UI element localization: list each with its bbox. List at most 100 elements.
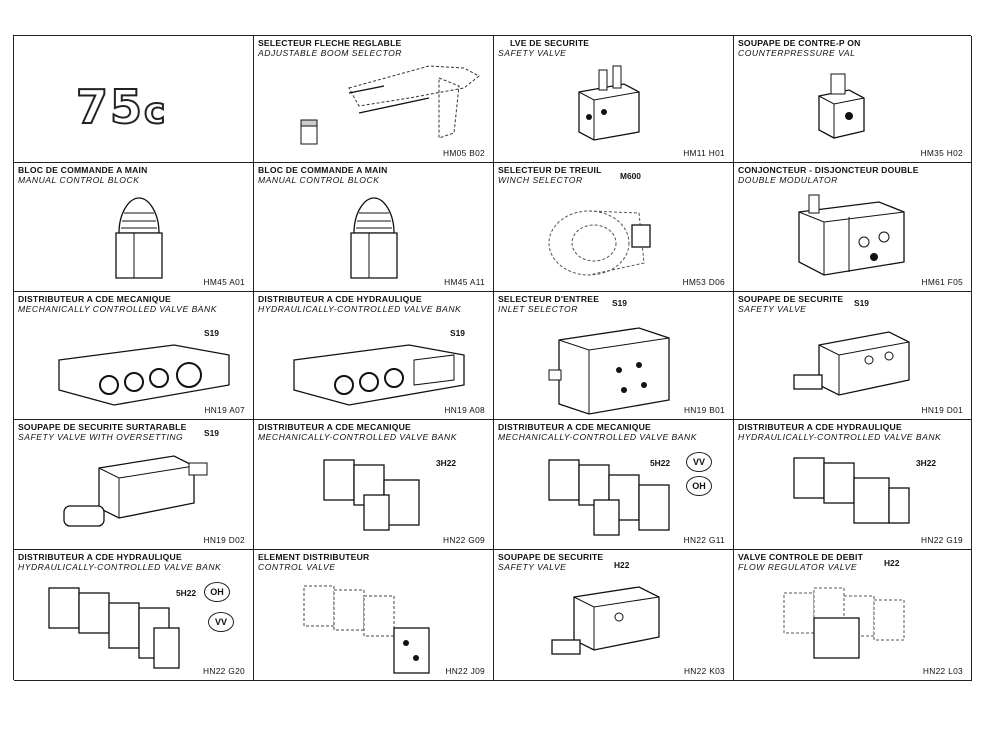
part-cell[interactable]: DISTRIBUTEUR A CDE HYDRAULIQUE HYDRAULIC… — [14, 550, 254, 681]
part-title-fr: SELECTEUR D'ENTREE — [498, 294, 600, 304]
part-cell[interactable]: ELEMENT DISTRIBUTEUR CONTROL VALVE HN22 … — [254, 550, 494, 681]
part-code: HN19 A08 — [444, 405, 485, 415]
part-title-en: MANUAL CONTROL BLOCK — [18, 175, 140, 185]
model-tag: H22 — [884, 558, 900, 568]
manual-control-block-illustration — [350, 197, 398, 279]
part-title-en: DOUBLE MODULATOR — [738, 175, 838, 185]
manual-control-block-illustration — [115, 197, 163, 279]
part-title-en: MECHANICALLY CONTROLLED VALVE BANK — [18, 304, 217, 314]
part-code: HM05 B02 — [443, 148, 485, 158]
part-cell[interactable]: VALVE CONTROLE DE DEBIT FLOW REGULATOR V… — [734, 550, 972, 681]
model-tag: S19 — [854, 298, 869, 308]
winch-selector-illustration — [548, 210, 651, 276]
part-code: HN19 A07 — [204, 405, 245, 415]
model-cell: 75c — [14, 36, 254, 163]
control-valve-illustration — [303, 585, 430, 674]
inlet-selector-illustration — [548, 327, 670, 415]
part-title-fr: VALVE CONTROLE DE DEBIT — [738, 552, 864, 562]
model-tag: 3H22 — [916, 458, 937, 468]
part-cell[interactable]: DISTRIBUTEUR A CDE HYDRAULIQUE HYDRAULIC… — [254, 292, 494, 420]
part-code: HN22 G11 — [683, 535, 725, 545]
safety-valve-illustration — [551, 586, 660, 655]
boom-selector-illustration — [300, 65, 480, 145]
option-circle: VV — [208, 612, 234, 632]
part-title-fr: SELECTEUR DE TREUIL — [498, 165, 602, 175]
part-code: HM53 D06 — [682, 277, 725, 287]
safety-valve-illustration — [578, 65, 640, 141]
part-cell[interactable]: BLOC DE COMMANDE A MAIN MANUAL CONTROL B… — [254, 163, 494, 292]
part-title-en: INLET SELECTOR — [498, 304, 578, 314]
part-code: HM11 H01 — [683, 148, 725, 158]
part-cell[interactable]: DISTRIBUTEUR A CDE HYDRAULIQUE HYDRAULIC… — [734, 420, 972, 550]
part-code: HM45 A11 — [444, 277, 485, 287]
part-title-fr: SOUPAPE DE SECURITE — [498, 552, 604, 562]
part-title-fr: DISTRIBUTEUR A CDE HYDRAULIQUE — [738, 422, 902, 432]
part-title-en: ADJUSTABLE BOOM SELECTOR — [258, 48, 402, 58]
model-tag: S19 — [612, 298, 627, 308]
valve-bank-illustration — [793, 457, 910, 524]
part-cell[interactable]: SELECTEUR FLECHE REGLABLE ADJUSTABLE BOO… — [254, 36, 494, 163]
part-cell[interactable]: SOUPAPE DE SECURITE SURTARABLE SAFETY VA… — [14, 420, 254, 550]
part-code: HN22 L03 — [922, 666, 963, 676]
part-code: HN22 G19 — [921, 535, 963, 545]
part-cell[interactable]: CONJONCTEUR - DISJONCTEUR DOUBLE DOUBLE … — [734, 163, 972, 292]
option-circle: OH — [686, 476, 712, 496]
model-tag: 5H22 — [176, 588, 197, 598]
model-badge: 75c — [75, 79, 168, 135]
part-title-en: MANUAL CONTROL BLOCK — [258, 175, 380, 185]
part-title-en: HYDRAULICALLY-CONTROLLED VALVE BANK — [18, 562, 222, 572]
part-cell[interactable]: DISTRIBUTEUR A CDE MECANIQUE MECHANICALL… — [254, 420, 494, 550]
part-code: HN22 G20 — [203, 666, 245, 676]
valve-bank-illustration — [548, 459, 670, 536]
part-title-fr: CONJONCTEUR - DISJONCTEUR DOUBLE — [738, 165, 919, 175]
part-title-en: SAFETY VALVE — [498, 562, 567, 572]
part-title-fr: DISTRIBUTEUR A CDE MECANIQUE — [18, 294, 171, 304]
part-code: HM45 A01 — [203, 277, 245, 287]
model-tag: 5H22 — [650, 458, 671, 468]
part-cell[interactable]: DISTRIBUTEUR A CDE MECANIQUE MECHANICALL… — [14, 292, 254, 420]
part-cell[interactable]: SOUPAPE DE SECURITE SAFETY VALVE S19 HN1… — [734, 292, 972, 420]
part-title-fr: DISTRIBUTEUR A CDE MECANIQUE — [258, 422, 411, 432]
part-code: HN22 G09 — [443, 535, 485, 545]
part-title-en: CONTROL VALVE — [258, 562, 336, 572]
part-title-fr: DISTRIBUTEUR A CDE MECANIQUE — [498, 422, 651, 432]
part-cell[interactable]: DISTRIBUTEUR A CDE MECANIQUE MECHANICALL… — [494, 420, 734, 550]
valve-bank-illustration — [48, 587, 180, 669]
part-title-en: MECHANICALLY-CONTROLLED VALVE BANK — [258, 432, 457, 442]
part-title-en: COUNTERPRESSURE VAL — [738, 48, 856, 58]
part-code: HM61 F05 — [921, 277, 963, 287]
part-title-fr: SOUPAPE DE CONTRE-P ON — [738, 38, 861, 48]
part-title-fr: SOUPAPE DE SECURITE SURTARABLE — [18, 422, 187, 432]
part-title-en: HYDRAULICALLY-CONTROLLED VALVE BANK — [258, 304, 462, 314]
part-code: HN19 D01 — [921, 405, 963, 415]
counterpressure-valve-illustration — [818, 73, 865, 139]
part-cell[interactable]: SELECTEUR D'ENTREE INLET SELECTOR S19 HN… — [494, 292, 734, 420]
part-cell[interactable]: SOUPAPE DE SECURITE SAFETY VALVE H22 HN2… — [494, 550, 734, 681]
part-code: HN19 D02 — [203, 535, 245, 545]
part-title-en: SAFETY VALVE — [738, 304, 807, 314]
part-title-en: SAFETY VALVE WITH OVERSETTING — [18, 432, 184, 442]
part-code: HN22 K03 — [683, 666, 725, 676]
double-modulator-illustration — [798, 194, 905, 276]
safety-valve-oversetting-illustration — [63, 455, 208, 527]
part-cell[interactable]: SOUPAPE DE CONTRE-P ON COUNTERPRESSURE V… — [734, 36, 972, 163]
part-title-en: HYDRAULICALLY-CONTROLLED VALVE BANK — [738, 432, 942, 442]
part-cell[interactable]: LVE DE SECURITE SAFETY VALVE HM11 H01 — [494, 36, 734, 163]
part-cell[interactable]: BLOC DE COMMANDE A MAIN MANUAL CONTROL B… — [14, 163, 254, 292]
valve-bank-illustration — [293, 344, 465, 406]
model-tag: S19 — [204, 428, 219, 438]
part-cell[interactable]: SELECTEUR DE TREUIL WINCH SELECTOR M600 … — [494, 163, 734, 292]
model-tag: H22 — [614, 560, 630, 570]
part-title-en: FLOW REGULATOR VALVE — [738, 562, 858, 572]
model-tag: 3H22 — [436, 458, 457, 468]
valve-bank-illustration — [323, 459, 420, 531]
option-circle: OH — [204, 582, 230, 602]
part-title-en: WINCH SELECTOR — [498, 175, 583, 185]
part-title-fr: DISTRIBUTEUR A CDE HYDRAULIQUE — [258, 294, 422, 304]
part-code: HN22 J09 — [445, 666, 485, 676]
valve-bank-illustration — [58, 344, 230, 406]
flow-regulator-valve-illustration — [783, 587, 905, 659]
part-title-fr: BLOC DE COMMANDE A MAIN — [258, 165, 388, 175]
parts-catalog-grid: 75c SELECTEUR FLECHE REGLABLE ADJUSTABLE… — [13, 35, 972, 681]
model-tag: M600 — [620, 171, 641, 181]
